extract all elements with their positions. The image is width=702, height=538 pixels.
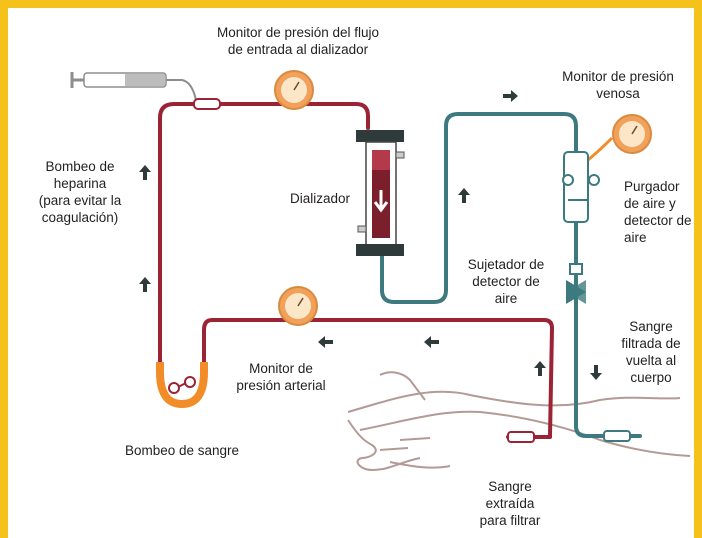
frame-right-border xyxy=(694,0,702,538)
label-air-trap: Purgador de aire y detector de aire xyxy=(624,179,692,245)
label-inflow-monitor: Monitor de presión del flujo de entrada … xyxy=(216,25,380,57)
dialyzer-cartridge xyxy=(356,130,405,256)
frame-top-border xyxy=(0,0,702,8)
blood-pump xyxy=(156,362,208,409)
arrow-left-icon xyxy=(318,336,333,348)
arrow-up-icon xyxy=(139,165,151,180)
air-trap-detector xyxy=(562,151,600,223)
flow-arrows xyxy=(139,90,602,380)
label-filtered-return: Sangre filtrada de vuelta al cuerpo xyxy=(621,319,681,385)
arrow-up-icon xyxy=(534,361,546,376)
inflow-pressure-gauge xyxy=(274,70,314,110)
venous-needle-connector xyxy=(603,430,631,442)
arrow-down-icon xyxy=(590,365,602,380)
arrow-left-icon xyxy=(424,336,439,348)
label-arterial-monitor: Monitor de presión arterial xyxy=(236,361,326,393)
arterial-needle-connector xyxy=(507,431,535,443)
arterial-pressure-gauge xyxy=(278,286,318,326)
arm-illustration xyxy=(347,371,691,472)
label-blood-pump: Bombeo de sangre xyxy=(124,443,240,458)
label-heparin-pump: Bombeo de heparina (para evitar la coagu… xyxy=(38,159,122,225)
air-detector-clamp xyxy=(566,263,586,304)
label-air-clamp: Sujetador de detector de aire xyxy=(467,257,545,306)
label-blood-drawn: Sangre extraída para filtrar xyxy=(479,479,541,528)
label-dialyzer: Dializador xyxy=(289,191,351,206)
arrow-right-icon xyxy=(503,90,518,102)
heparin-syringe xyxy=(70,72,221,110)
label-venous-monitor: Monitor de presión venosa xyxy=(562,69,674,101)
venous-pressure-gauge xyxy=(587,114,652,162)
frame-left-border xyxy=(0,0,8,538)
arrow-up-icon xyxy=(139,277,151,292)
arrow-up-icon xyxy=(458,188,470,203)
venous-bloodline xyxy=(380,112,642,438)
